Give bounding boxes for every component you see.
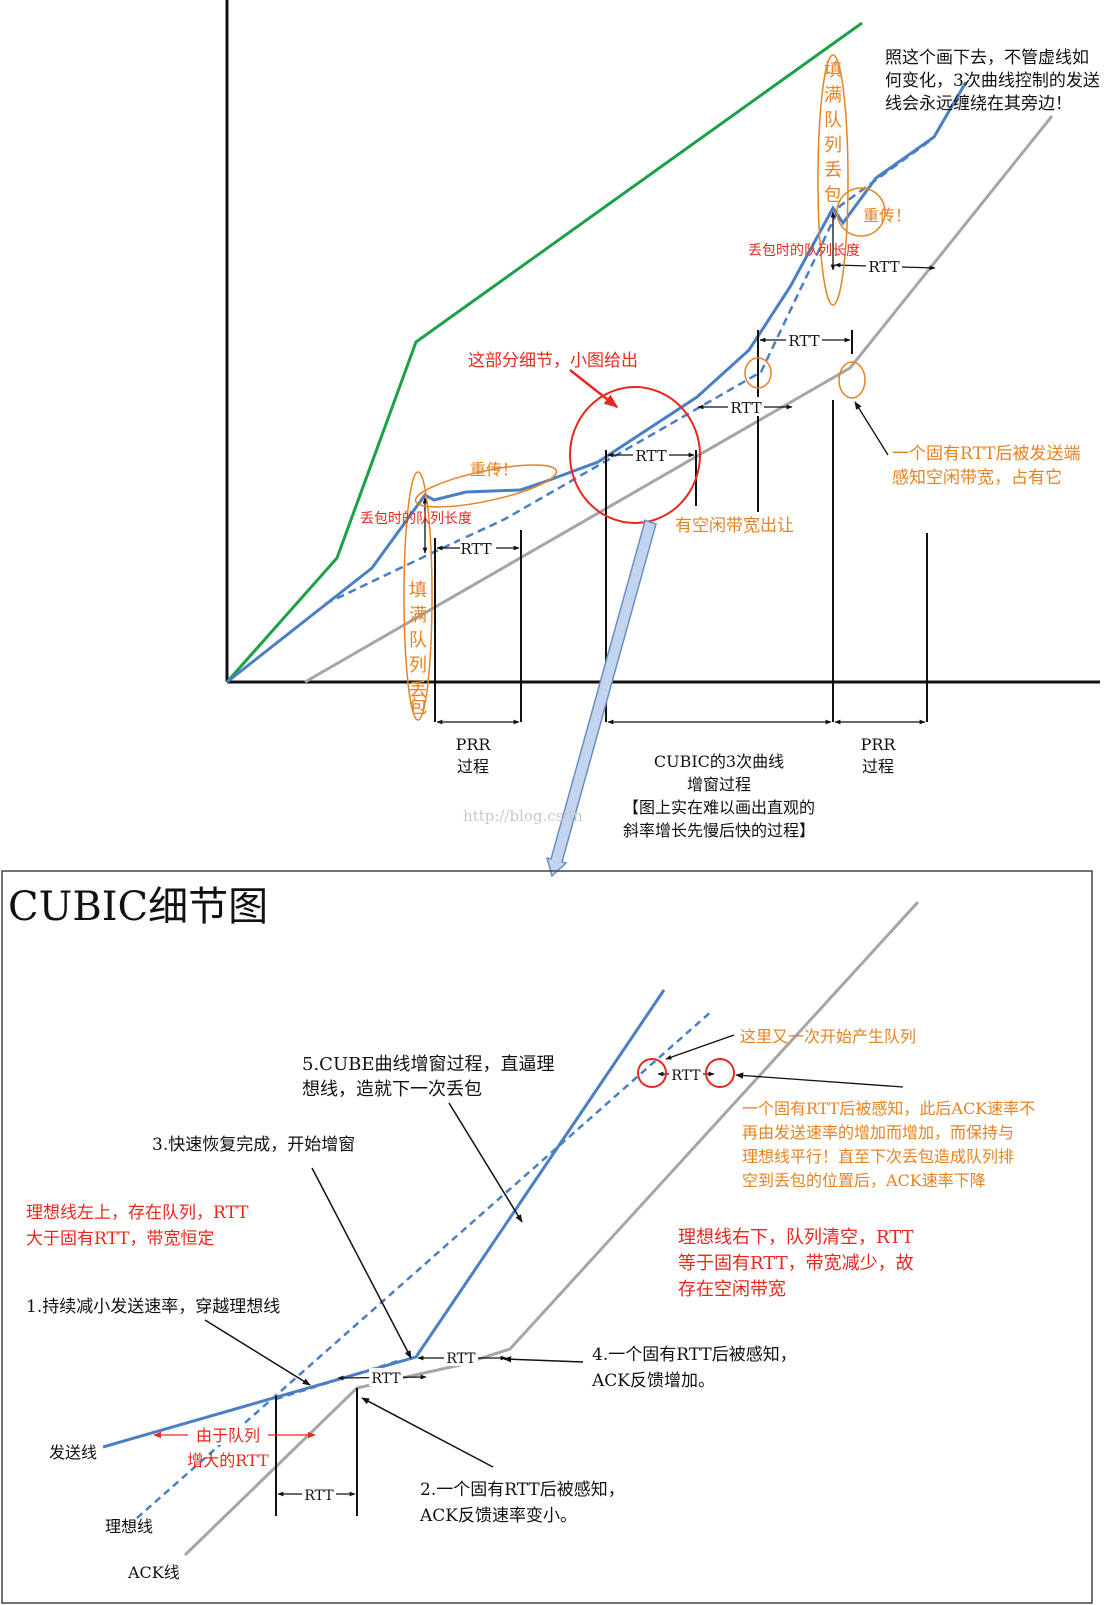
small-circle-2 — [838, 361, 866, 399]
fill-queue-char: 包 — [824, 185, 842, 206]
step1-label: 1.持续减小发送速率，穿越理想线 — [26, 1297, 280, 1317]
rtt-label-3: RTT — [730, 399, 761, 417]
left-note-line2: 大于固有RTT，带宽恒定 — [26, 1229, 215, 1249]
step3-arrow — [311, 1167, 412, 1359]
fill-queue-char: 满 — [409, 605, 427, 626]
queue-len-label-right: 丢包时的队列长度 — [748, 243, 860, 259]
ack-sense-circle — [705, 1058, 735, 1088]
step2-line2: ACK反馈速率变小。 — [419, 1506, 577, 1526]
top-note-line1: 照这个画下去，不管虚线如 — [885, 48, 1089, 68]
step2-line1: 2.一个固有RTT后被感知， — [420, 1480, 625, 1500]
retransmit-circle-right — [836, 187, 886, 237]
detail-rtt-label-3: RTT — [446, 1351, 476, 1367]
fill-queue-char: 列 — [824, 135, 842, 156]
fill-queue-char: 队 — [409, 630, 427, 651]
prr-label-1-line1: PRR — [456, 735, 492, 754]
step3-label: 3.快速恢复完成，开始增窗 — [152, 1135, 355, 1155]
cubic-label-line3: 【图上实在难以画出直观的 — [623, 798, 815, 817]
watermark: http://blog.csdn — [463, 807, 583, 825]
ack-line-label: ACK线 — [127, 1563, 180, 1582]
detail-rtt-label-1: RTT — [304, 1488, 334, 1504]
step5-line1: 5.CUBE曲线增窗过程，直逼理 — [302, 1054, 554, 1075]
ack-note-line4: 空到丢包的位置后，ACK速率下降 — [742, 1171, 986, 1190]
step4-line2: ACK反馈增加。 — [591, 1371, 715, 1391]
retransmit-ellipse-left — [414, 464, 558, 508]
detail-note: 这部分细节，小图给出 — [468, 351, 638, 371]
step5-line2: 想线，造就下一次丢包 — [302, 1079, 482, 1100]
detail-note-arrow — [569, 369, 619, 408]
rtt-label-2: RTT — [635, 447, 666, 465]
step5-arrow — [448, 1102, 523, 1223]
idle-bw-label: 有空闲带宽出让 — [675, 516, 794, 536]
send-line-label: 发送线 — [49, 1443, 97, 1462]
right-note-line2: 等于固有RTT，带宽减少，故 — [678, 1253, 914, 1274]
fill-queue-char: 队 — [824, 110, 842, 131]
cubic-label-line4: 斜率增长先慢后快的过程】 — [623, 821, 815, 840]
fill-queue-ellipse-right — [817, 54, 849, 306]
queue-start-arrow — [665, 1034, 735, 1060]
right-note-line1: 理想线右下，队列清空，RTT — [678, 1227, 914, 1248]
prr-label-2-line1: PRR — [861, 735, 897, 754]
ack-note-line3: 理想线平行！直至下次丢包造成队列排 — [742, 1147, 1014, 1166]
fill-queue-ellipse-left — [403, 471, 433, 721]
detail-title: CUBIC细节图 — [8, 884, 268, 930]
fill-queue-char: 丢 — [824, 160, 842, 181]
queue-rtt-line1: 由于队列 — [196, 1426, 260, 1445]
sense-note-line1: 一个固有RTT后被发送端 — [892, 444, 1081, 464]
step1-arrow — [204, 1319, 311, 1386]
fill-queue-char: 列 — [409, 655, 427, 676]
rtt-label-5: RTT — [868, 258, 899, 276]
retransmit-label-left: 重传！ — [470, 460, 518, 479]
ack-note-line1: 一个固有RTT后被感知，此后ACK速率不 — [742, 1099, 1035, 1118]
prr-label-2-line2: 过程 — [862, 757, 894, 776]
sense-note-arrow — [854, 401, 889, 456]
detail-rtt-label-2: RTT — [371, 1371, 401, 1387]
ack-line — [304, 115, 1054, 684]
ideal-line-label: 理想线 — [105, 1517, 153, 1536]
ack-note-arrow — [735, 1072, 904, 1088]
step2-arrow — [361, 1397, 494, 1468]
step4-arrow — [503, 1356, 584, 1363]
ideal-line — [324, 138, 932, 606]
top-note-line3: 线会永远缠绕在其旁边！ — [885, 94, 1072, 114]
top-note-line2: 何变化，3次曲线控制的发送 — [885, 71, 1100, 91]
queue-len-label-left: 丢包时的队列长度 — [360, 511, 472, 527]
detail-rtt-label-4: RTT — [671, 1068, 701, 1084]
right-note-line3: 存在空闲带宽 — [678, 1279, 786, 1300]
rtt-label-1: RTT — [460, 540, 491, 558]
queue-rtt-line2: 增大的RTT — [187, 1451, 269, 1470]
small-circle-1 — [744, 357, 772, 389]
retransmit-label-right: 重传！ — [863, 206, 911, 225]
fill-queue-char: 丢 — [409, 680, 427, 701]
ack-note-line2: 再由发送速率的增加而增加，而保持与 — [742, 1123, 1014, 1142]
prr-label-1-line2: 过程 — [457, 757, 489, 776]
detail-ideal-line — [136, 1009, 714, 1519]
send-line — [226, 81, 968, 684]
fill-queue-char: 包 — [409, 697, 427, 718]
fill-queue-char: 满 — [824, 85, 842, 106]
detail-diagram: CUBIC细节图 RTT RTT RTT RTT — [1, 870, 1093, 1604]
sense-note-line2: 感知空闲带宽，占有它 — [892, 468, 1062, 488]
detail-send-dashed — [275, 1359, 399, 1401]
fill-queue-label-right: 填 满 队 列 丢 包 — [824, 60, 842, 206]
left-note-line1: 理想线左上，存在队列，RTT — [26, 1203, 249, 1223]
top-diagram: RTT RTT RTT RTT RTT — [225, 0, 1100, 878]
pointer-arrow — [545, 519, 657, 878]
queue-starts-label: 这里又一次开始产生队列 — [740, 1027, 916, 1046]
cubic-label-line1: CUBIC的3次曲线 — [654, 752, 784, 771]
rtt-label-4: RTT — [788, 332, 819, 350]
fill-queue-char: 填 — [824, 60, 842, 81]
detail-frame — [1, 870, 1093, 1604]
green-line — [225, 21, 863, 683]
detail-circle — [569, 386, 701, 524]
detail-send-line — [102, 989, 666, 1449]
step4-line1: 4.一个固有RTT后被感知， — [592, 1345, 797, 1365]
queue-start-circle — [637, 1058, 667, 1088]
cubic-label-line2: 增窗过程 — [687, 775, 751, 794]
fill-queue-label-left: 填 满 队 列 丢 包 — [409, 580, 427, 718]
fill-queue-char: 填 — [409, 580, 427, 601]
